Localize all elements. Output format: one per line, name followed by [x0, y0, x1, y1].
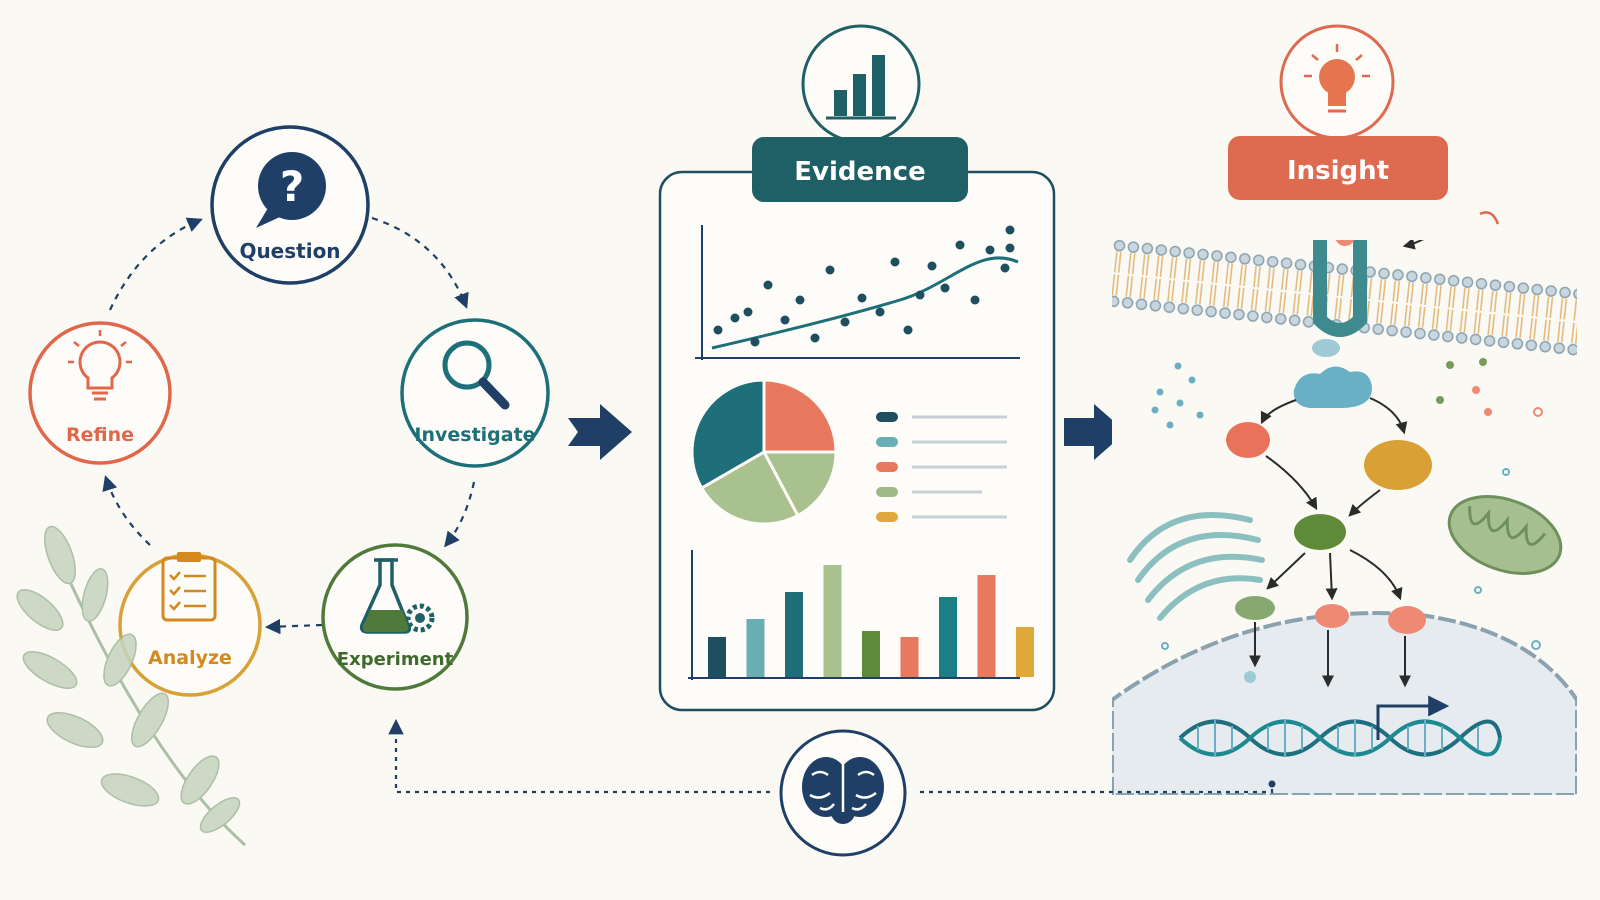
pie-slice	[762, 378, 838, 454]
dna-helix	[1178, 695, 1502, 757]
scatter-point	[890, 257, 900, 267]
pie-chart	[690, 378, 838, 526]
leaf-branch-icon	[16, 525, 247, 847]
node-question[interactable]: ? Question	[210, 125, 370, 285]
lightbulb-icon	[1304, 44, 1370, 113]
bar	[785, 592, 803, 677]
clipboard-checklist-icon	[161, 552, 217, 622]
bar-chart	[688, 550, 1034, 680]
ligand-molecule	[1458, 186, 1486, 214]
node-refine-label: Refine	[66, 424, 134, 446]
scatter-point	[970, 295, 980, 305]
bar-chart-icon	[826, 55, 896, 120]
scatter-point	[875, 307, 885, 317]
magnifier-icon	[442, 340, 510, 410]
arrow-investigate-to-experiment	[444, 481, 476, 548]
mitochondrion	[1447, 495, 1563, 575]
bar	[900, 637, 919, 677]
flow-arrow-to-insight	[1064, 404, 1126, 460]
scatter-point	[927, 261, 937, 271]
cell-membrane	[1112, 240, 1577, 360]
scatter-point	[1005, 225, 1015, 235]
lightbulb-icon	[68, 330, 132, 401]
scatter-point	[825, 265, 835, 275]
kinase-protein	[1293, 366, 1372, 408]
insight-title-tag	[1228, 136, 1448, 200]
arrow-analyze-to-refine	[102, 475, 151, 546]
scatter-point	[1000, 263, 1010, 273]
scatter-point	[763, 280, 773, 290]
scatter-point	[730, 313, 740, 323]
insight-icon-badge	[1279, 24, 1395, 140]
evidence-title: Evidence	[794, 157, 925, 187]
bar	[708, 637, 726, 677]
scatter-point	[780, 315, 790, 325]
question-bubble-icon: ?	[256, 152, 326, 228]
scatter-point	[713, 325, 723, 335]
insight-title: Insight	[1287, 156, 1389, 186]
node-question-label: Question	[239, 239, 340, 263]
node-analyze[interactable]: Analyze	[118, 552, 262, 697]
pie-legend	[876, 412, 1007, 522]
legend-swatch	[876, 412, 898, 422]
pie-slice	[699, 449, 800, 526]
bar	[823, 565, 842, 677]
brain-icon	[802, 757, 884, 824]
node-analyze-label: Analyze	[148, 647, 232, 669]
arrow-refine-to-question	[109, 217, 203, 311]
bar	[746, 619, 765, 677]
node-investigate-label: Investigate	[414, 424, 535, 446]
legend-swatch	[876, 487, 898, 497]
scatter-point	[750, 337, 760, 347]
scatter-plot	[695, 225, 1020, 360]
golgi-apparatus	[1127, 512, 1265, 621]
particles	[1151, 358, 1543, 650]
scatter-point	[985, 245, 995, 255]
cell-signaling-illustration	[1112, 186, 1577, 795]
research-cycle: ? Question Investigate Experiment	[16, 125, 550, 847]
node-refine[interactable]: Refine	[28, 321, 172, 465]
evidence-panel: Evidence	[658, 24, 1056, 712]
bar	[939, 597, 957, 677]
scatter-point	[1005, 243, 1015, 253]
legend-swatch	[876, 512, 898, 522]
brain-badge[interactable]	[779, 729, 907, 857]
receptor-protein	[1313, 240, 1367, 337]
legend-swatch	[876, 462, 898, 472]
evidence-title-tag	[752, 137, 968, 202]
insight-panel: Insight	[1112, 24, 1577, 795]
pie-slice	[761, 450, 838, 518]
svg-text:?: ?	[280, 162, 304, 211]
bar-series	[708, 565, 1034, 677]
flask-gear-icon	[359, 558, 435, 634]
evidence-icon-badge	[801, 24, 921, 144]
scatter-point	[955, 240, 965, 250]
scatter-point	[915, 290, 925, 300]
scatter-point	[857, 293, 867, 303]
pie-slice	[690, 378, 766, 491]
bar	[977, 575, 996, 677]
scatter-point	[743, 307, 753, 317]
feedback-line-to-insight	[920, 782, 1274, 794]
scatter-points	[713, 225, 1015, 347]
arrow-experiment-to-analyze	[264, 618, 323, 635]
scatter-point	[795, 295, 805, 305]
legend-swatch	[876, 437, 898, 447]
feedback-loop	[388, 718, 1276, 857]
scatter-point	[903, 325, 913, 335]
flow-arrow-to-evidence	[568, 404, 632, 460]
bar	[1016, 627, 1034, 677]
scatter-point	[940, 283, 950, 293]
scatter-point	[810, 333, 820, 343]
node-experiment[interactable]: Experiment	[321, 543, 469, 691]
node-investigate[interactable]: Investigate	[400, 318, 550, 468]
scatter-trend-line	[711, 256, 1019, 350]
scatter-point	[840, 317, 850, 327]
bar	[862, 631, 880, 677]
feedback-arrow-to-experiment	[388, 718, 770, 794]
node-experiment-label: Experiment	[337, 649, 454, 670]
arrow-question-to-investigate	[371, 216, 469, 309]
